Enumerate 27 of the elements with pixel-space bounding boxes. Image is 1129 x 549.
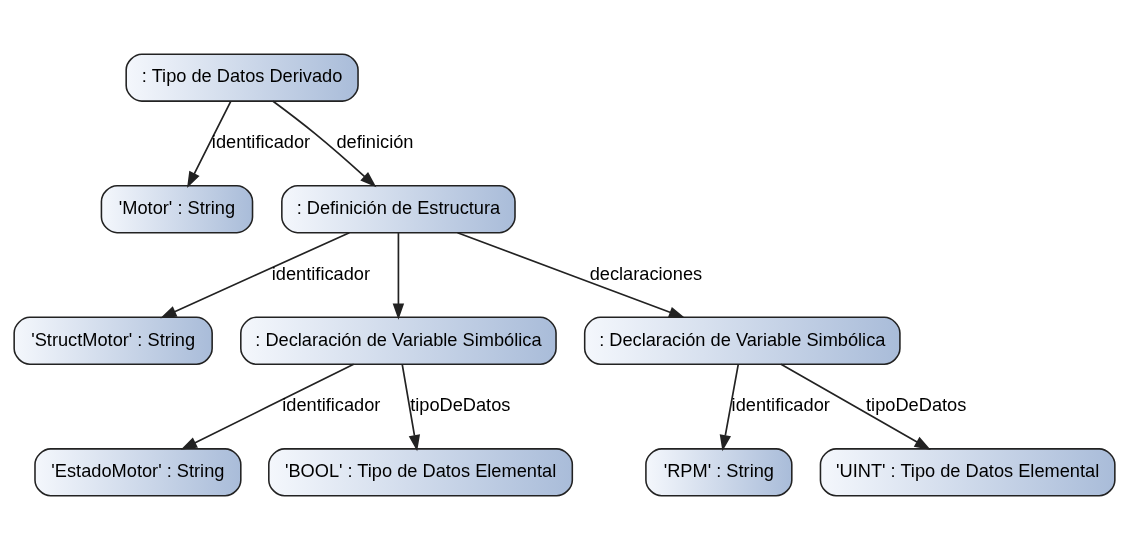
arrow [392, 231, 405, 320]
node-box: 'UINT' : Tipo de Datos Elemental [819, 447, 1116, 497]
node-box: 'Motor' : String [100, 184, 254, 233]
node-box: : Definición de Estructura [281, 184, 516, 233]
arrow [180, 362, 355, 450]
edge-label: identificador [211, 130, 311, 152]
node-box: 'RPM' : String [645, 447, 793, 497]
node-box: 'StructMotor' : String [13, 316, 213, 365]
arrow [160, 231, 351, 318]
edge-label: identificador [731, 393, 830, 415]
node-box: : Declaración de Variable Simbólica [583, 316, 901, 365]
arrow [401, 363, 421, 451]
arrow [780, 362, 931, 450]
node-box: : Tipo de Datos Derivado [125, 52, 359, 102]
arrow [456, 231, 686, 318]
edge-label: definición [336, 130, 414, 152]
arrow [719, 363, 740, 451]
node-box: 'BOOL' : Tipo de Datos Elemental [268, 447, 574, 497]
edge-label: identificador [282, 393, 381, 415]
node-box: : Declaración de Variable Simbólica [240, 316, 557, 365]
edge-label: tipoDeDatos [866, 393, 967, 415]
arrow [272, 99, 377, 187]
edge-label: declaraciones [589, 262, 703, 284]
edge-label: tipoDeDatos [410, 393, 511, 415]
arrow [187, 100, 232, 188]
node-box: 'EstadoMotor' : String [34, 447, 242, 497]
edge-label: identificador [271, 262, 371, 284]
